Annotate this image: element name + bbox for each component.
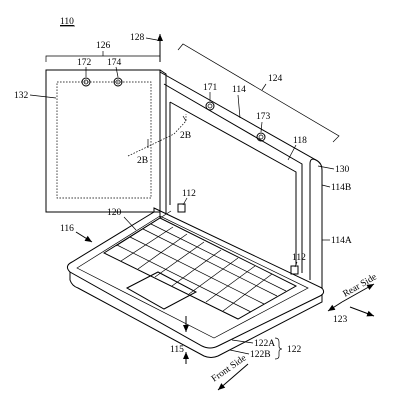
label-arrow-up: 128	[130, 33, 145, 43]
rear-arrow	[341, 283, 375, 303]
trackpad	[125, 271, 198, 310]
label-camera-right: 174	[107, 58, 122, 68]
section-line-2b	[127, 114, 187, 157]
base-brace	[274, 337, 283, 360]
label-lid-top: 114	[232, 85, 246, 95]
label-hinge-left: 112	[182, 189, 196, 199]
hinges	[177, 203, 299, 275]
lid-camera-left-icon	[205, 101, 215, 111]
label-section-b: 2B	[180, 131, 191, 141]
panel-camera-right-icon	[113, 77, 123, 87]
label-lid-camera-right: 173	[256, 112, 271, 122]
rear-side-text: Rear Side	[342, 272, 379, 299]
label-lid-camera-left: 171	[203, 83, 218, 93]
keyboard	[102, 210, 298, 320]
label-lid-edge: 130	[335, 165, 350, 175]
label-keyboard: 120	[107, 208, 122, 218]
label-rear-arrow: 123	[333, 315, 348, 325]
figure-number: 110	[60, 17, 74, 27]
label-base-bottom: 122B	[250, 350, 271, 360]
label-panel: 132	[14, 91, 29, 101]
label-camera-left: 172	[77, 58, 92, 68]
laptop-lid	[159, 71, 323, 289]
label-thickness: 115	[170, 345, 184, 355]
label-lid-bracket: 124	[268, 74, 283, 84]
keyboard-keys	[115, 210, 287, 313]
label-lid-edge-b: 114B	[331, 183, 351, 193]
panel-camera-left-icon	[81, 77, 91, 87]
label-hinge-right: 112	[292, 253, 306, 263]
laptop-base	[66, 207, 325, 358]
bracket-126	[45, 51, 161, 62]
label-sensor-module: 126	[96, 41, 111, 51]
front-arrow	[217, 363, 249, 391]
lid-camera-right-icon	[256, 132, 266, 142]
label-screen: 118	[293, 136, 307, 146]
label-base: 122	[287, 345, 302, 355]
label-base-top: 122A	[254, 339, 275, 349]
label-base-corner: 116	[60, 224, 74, 234]
panel-display-region	[56, 81, 152, 199]
label-section-a: 2B	[137, 156, 148, 166]
label-lid-edge-a: 114A	[331, 236, 352, 246]
bracket-124	[177, 43, 340, 143]
